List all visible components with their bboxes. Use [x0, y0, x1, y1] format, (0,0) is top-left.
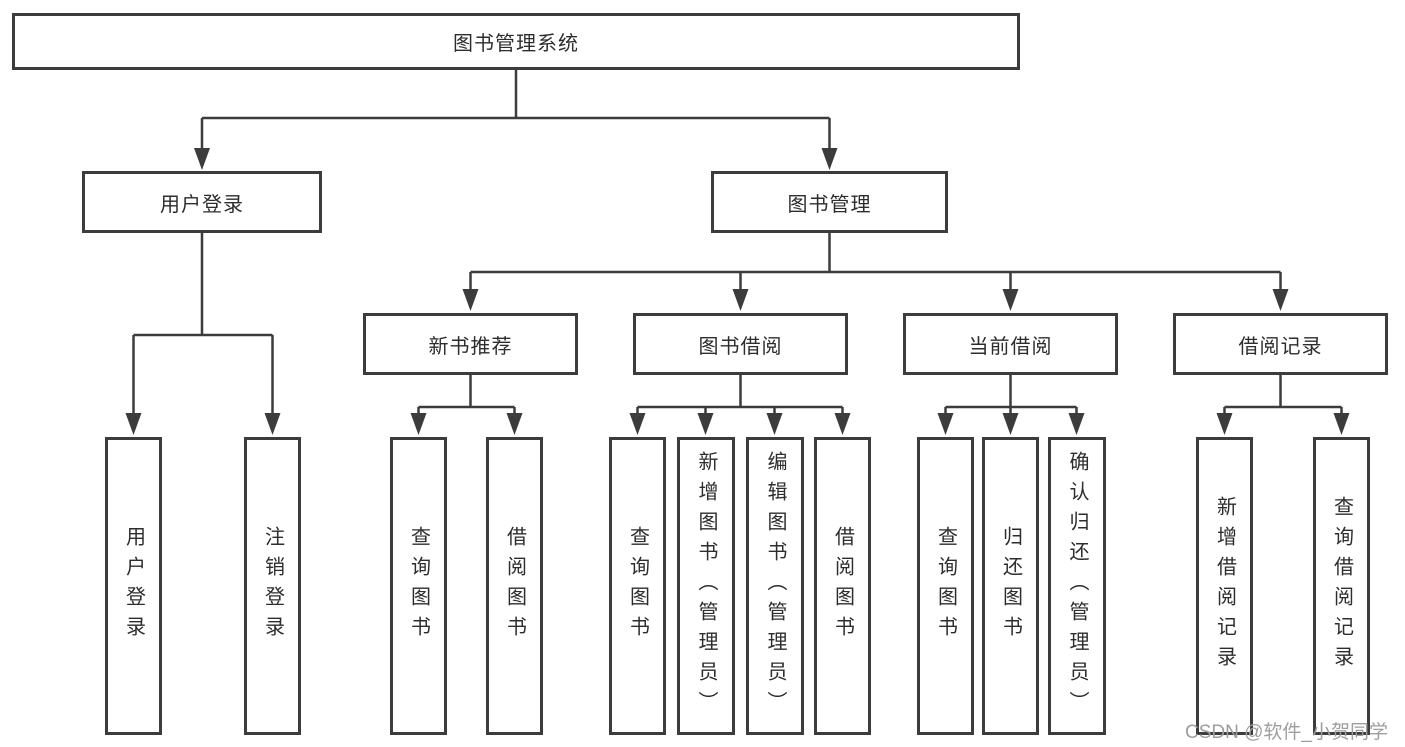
node-root-label: 图书管理系统: [453, 33, 579, 55]
leaf-borrow-add-book-admin-label: 新增图书（管理员）: [695, 451, 717, 721]
leaf-newbook-borrow-book: 借阅图书: [486, 437, 543, 735]
node-current-borrowing-label: 当前借阅: [968, 335, 1053, 358]
node-book-management-label: 图书管理: [787, 193, 872, 216]
leaf-current-confirm-return-admin-label: 确认归还（管理员）: [1066, 451, 1088, 721]
leaf-user-login: 用户登录: [105, 437, 162, 735]
leaf-newbook-query-book: 查询图书: [390, 437, 447, 735]
node-current-borrowing: 当前借阅: [903, 313, 1118, 375]
leaf-records-add: 新增借阅记录: [1196, 437, 1253, 735]
node-book-borrowing-label: 图书借阅: [698, 335, 783, 358]
leaf-current-query-book-label: 查询图书: [934, 526, 957, 646]
node-book-borrowing: 图书借阅: [633, 313, 848, 375]
leaf-borrow-query-book: 查询图书: [609, 437, 666, 735]
leaf-current-query-book: 查询图书: [917, 437, 974, 735]
leaf-newbook-query-book-label: 查询图书: [407, 526, 430, 646]
leaf-borrow-edit-book-admin-label: 编辑图书（管理员）: [764, 451, 786, 721]
node-user-login: 用户登录: [82, 171, 322, 233]
node-new-book-recommend: 新书推荐: [363, 313, 578, 375]
node-borrowing-records: 借阅记录: [1173, 313, 1388, 375]
node-borrowing-records-label: 借阅记录: [1238, 335, 1323, 358]
leaf-current-return-book-label: 归还图书: [999, 526, 1022, 646]
leaf-borrow-query-book-label: 查询图书: [626, 526, 649, 646]
leaf-current-confirm-return-admin: 确认归还（管理员）: [1048, 437, 1106, 735]
leaf-logout-label: 注销登录: [261, 526, 284, 646]
leaf-borrow-borrow-book: 借阅图书: [814, 437, 871, 735]
node-new-book-recommend-label: 新书推荐: [428, 335, 513, 358]
leaf-records-add-label: 新增借阅记录: [1213, 496, 1236, 676]
leaf-logout: 注销登录: [244, 437, 301, 735]
leaf-borrow-edit-book-admin: 编辑图书（管理员）: [746, 437, 804, 735]
leaf-borrow-borrow-book-label: 借阅图书: [831, 526, 854, 646]
node-root: 图书管理系统: [12, 13, 1020, 70]
node-user-login-label: 用户登录: [160, 193, 244, 216]
leaf-records-query: 查询借阅记录: [1313, 437, 1370, 735]
leaf-borrow-add-book-admin: 新增图书（管理员）: [677, 437, 735, 735]
leaf-current-return-book: 归还图书: [982, 437, 1039, 735]
leaf-user-login-label: 用户登录: [122, 526, 145, 646]
node-book-management: 图书管理: [711, 171, 948, 233]
leaf-records-query-label: 查询借阅记录: [1330, 496, 1353, 676]
leaf-newbook-borrow-book-label: 借阅图书: [503, 526, 526, 646]
csdn-watermark: CSDN @软件_小贺同学: [1185, 722, 1388, 743]
